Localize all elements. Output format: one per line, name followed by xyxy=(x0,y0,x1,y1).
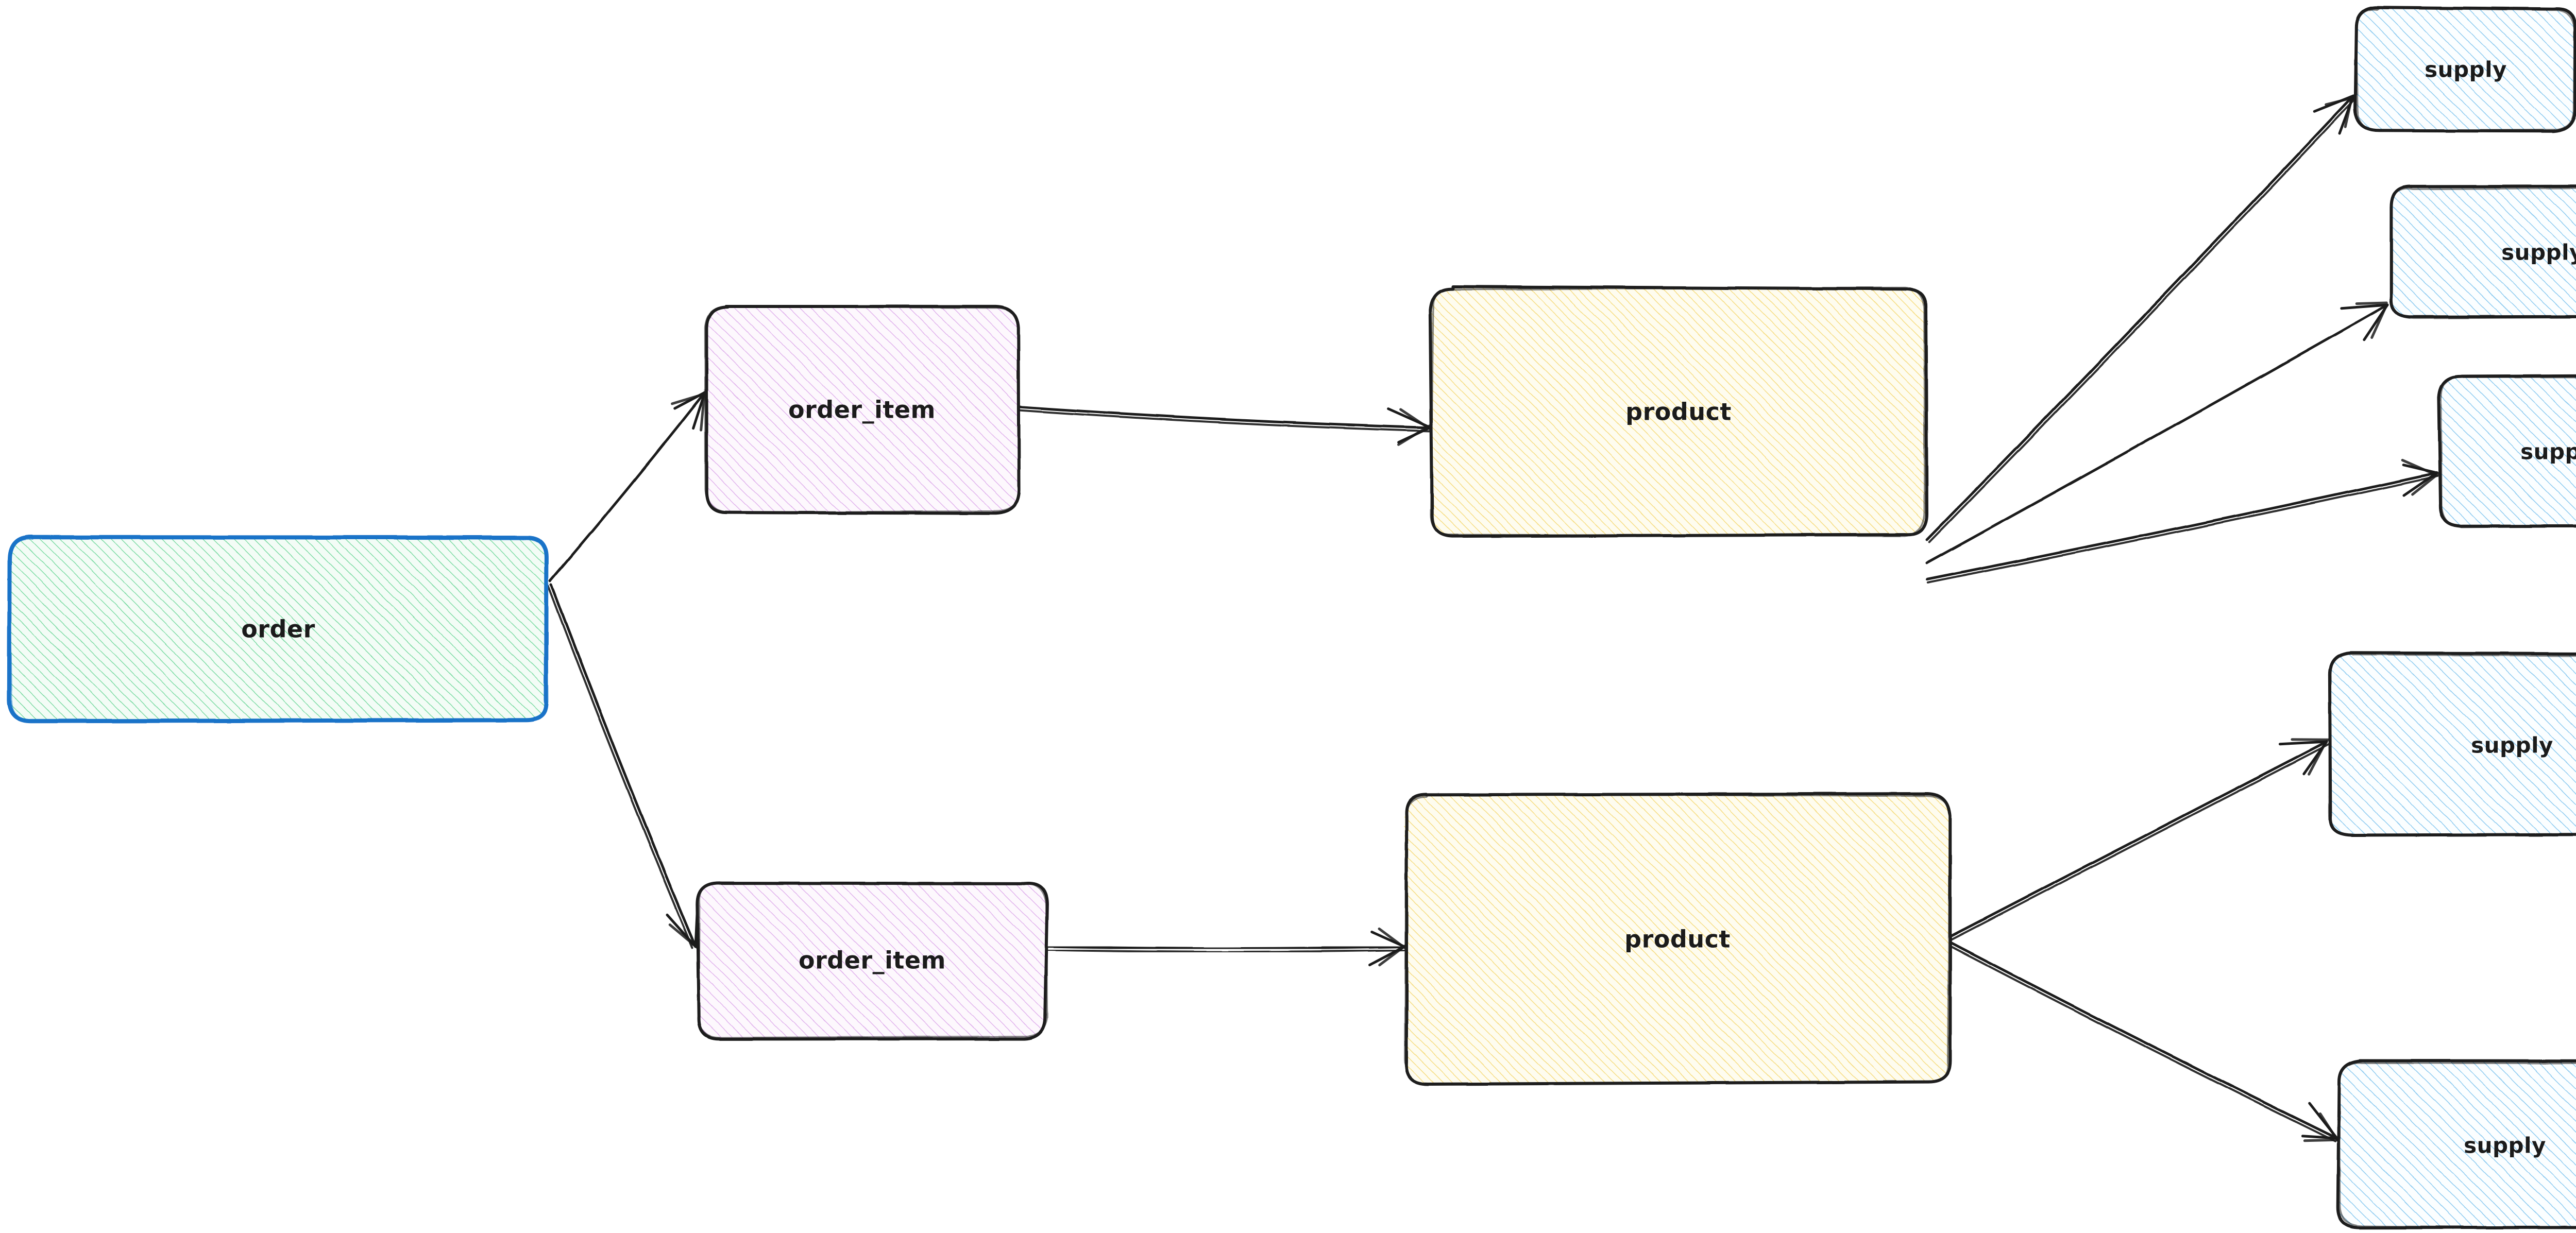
edge-stroke xyxy=(1046,945,1406,950)
edge-stroke xyxy=(1018,405,1432,429)
arrow-head-stroke xyxy=(2303,1138,2338,1142)
node-label-order_item_2: order_item xyxy=(799,947,946,974)
edges-layer xyxy=(547,94,2441,1142)
edge-stroke xyxy=(549,391,706,583)
edge-stroke xyxy=(1925,471,2438,581)
node-outline-secondary xyxy=(2440,375,2576,528)
node-outline-secondary xyxy=(8,535,549,722)
arrow-head-stroke xyxy=(2340,303,2389,310)
edge-order_item_2-to-product_2 xyxy=(1046,927,1408,967)
arrow-head-stroke xyxy=(2319,1112,2339,1142)
arrow-head-stroke xyxy=(2401,458,2437,476)
node-outline-secondary xyxy=(2355,7,2575,132)
edge-stroke xyxy=(1928,97,2357,543)
edge-product_2-to-supply_5 xyxy=(1946,940,2339,1142)
edge-stroke xyxy=(547,585,693,949)
edge-stroke xyxy=(1018,409,1431,432)
node-fill xyxy=(2439,375,2576,527)
arrow-head-stroke xyxy=(1399,408,1432,431)
node-label-supply_4: supply xyxy=(2471,733,2553,758)
edge-product_2-to-supply_4 xyxy=(1947,738,2330,941)
node-outline-secondary xyxy=(2338,1062,2576,1229)
arrow-head-stroke xyxy=(2402,471,2438,497)
arrow-head-stroke xyxy=(1378,927,1408,950)
node-supply_3[interactable]: supply xyxy=(2437,374,2576,528)
node-label-supply_3: supply xyxy=(2520,439,2576,465)
node-order_item_1[interactable]: order_item xyxy=(704,304,1021,515)
arrow-head-stroke xyxy=(700,391,706,432)
node-outline-secondary xyxy=(2390,187,2576,319)
arrow-head-stroke xyxy=(2370,303,2388,339)
node-product_1[interactable]: product xyxy=(1428,285,1929,538)
node-label-supply_2: supply xyxy=(2501,240,2576,265)
edge-stroke xyxy=(1947,740,2328,939)
node-label-supply_5: supply xyxy=(2464,1133,2546,1158)
node-label-product_2: product xyxy=(1624,926,1731,953)
node-fill xyxy=(705,306,1019,512)
node-order_item_2[interactable]: order_item xyxy=(696,881,1049,1041)
node-supply_1[interactable]: supply xyxy=(2353,6,2576,133)
node-fill xyxy=(9,537,548,722)
arrow-head-stroke xyxy=(1397,424,1431,446)
node-outline xyxy=(696,881,1049,1041)
edge-order-to-order_item_1 xyxy=(549,391,706,583)
edge-stroke xyxy=(1926,475,2439,584)
arrow-head-stroke xyxy=(2308,740,2328,776)
edge-stroke xyxy=(1925,303,2389,564)
node-fill xyxy=(2338,1061,2576,1229)
arrow-head-stroke xyxy=(2355,301,2388,305)
node-supply_4[interactable]: supply xyxy=(2328,651,2576,837)
node-label-product_1: product xyxy=(1625,398,1732,426)
arrow-head-stroke xyxy=(1378,944,1407,967)
node-product_2[interactable]: product xyxy=(1403,792,1952,1086)
arrow-head-stroke xyxy=(2411,472,2441,496)
node-fill xyxy=(2390,187,2576,318)
arrow-head-stroke xyxy=(671,393,705,405)
edge-product_1-to-supply_2 xyxy=(1925,301,2389,564)
edge-stroke xyxy=(1948,743,2329,941)
arrow-head-stroke xyxy=(2325,96,2356,106)
edge-order_item_1-to-product_1 xyxy=(1018,405,1432,446)
node-supply_2[interactable]: supply xyxy=(2389,184,2576,319)
edge-stroke xyxy=(1046,949,1405,953)
edge-order-to-order_item_2 xyxy=(547,583,702,949)
node-outline-secondary xyxy=(1403,793,1951,1085)
node-outline-secondary xyxy=(1430,286,1926,537)
node-label-supply_1: supply xyxy=(2425,57,2507,82)
node-fill xyxy=(698,882,1047,1038)
arrow-head-stroke xyxy=(2301,1135,2338,1140)
node-outline-secondary xyxy=(704,305,1020,513)
node-supply_5[interactable]: supply xyxy=(2336,1059,2576,1229)
edge-product_1-to-supply_3 xyxy=(1925,458,2441,584)
node-outline-secondary xyxy=(698,881,1048,1039)
arrow-head-stroke xyxy=(2344,95,2353,128)
node-fill xyxy=(2328,653,2576,835)
node-label-order_item_1: order_item xyxy=(788,396,936,424)
node-order[interactable]: order xyxy=(7,535,549,724)
edge-stroke xyxy=(1925,94,2355,541)
node-label-order: order xyxy=(241,615,315,643)
node-fill xyxy=(2355,7,2575,131)
edge-stroke xyxy=(1947,940,2338,1140)
node-fill xyxy=(1404,794,1950,1083)
edge-product_1-to-supply_1 xyxy=(1925,94,2357,543)
node-outline-secondary xyxy=(2328,653,2576,836)
edge-stroke xyxy=(550,583,697,948)
arrow-head-stroke xyxy=(2278,740,2328,746)
edge-stroke xyxy=(1946,943,2337,1142)
node-fill xyxy=(1431,287,1927,536)
nodes-layer: orderorder_itemorder_itemproductproducts… xyxy=(7,6,2576,1229)
arrow-head-stroke xyxy=(668,923,699,949)
